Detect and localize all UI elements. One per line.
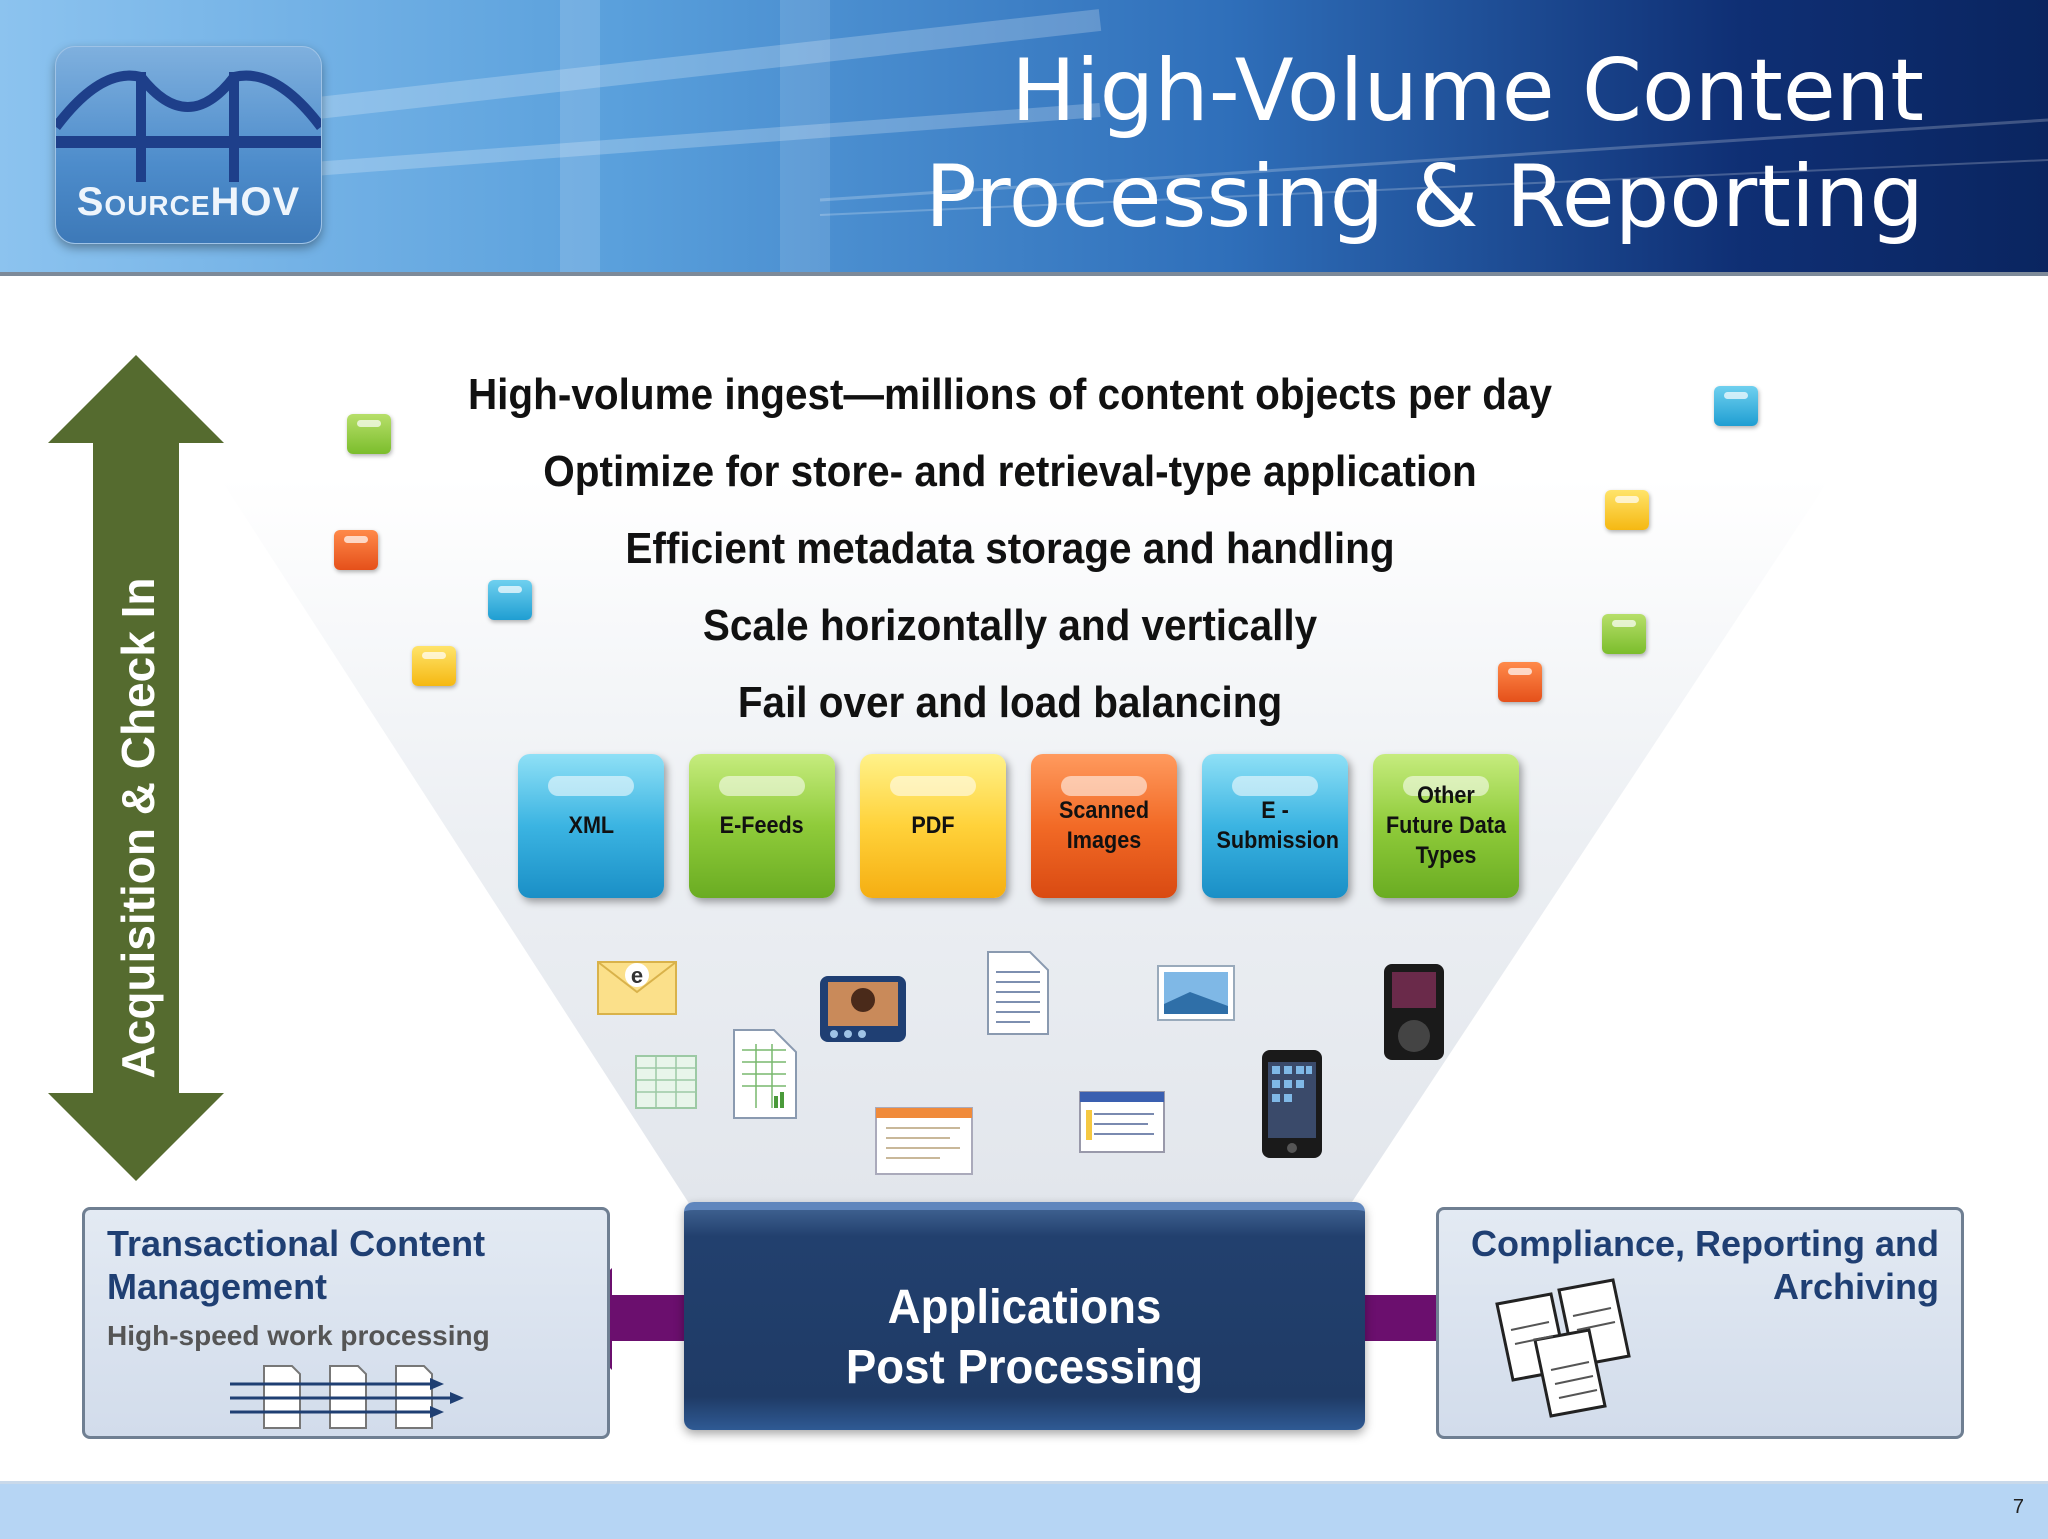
- box-title: Compliance, Reporting and Archiving: [1471, 1222, 1939, 1308]
- bridge-logo-icon: [56, 70, 321, 182]
- chart-file-icon: [733, 1029, 797, 1119]
- spreadsheet-icon: [635, 1055, 697, 1109]
- feature-list: High-volume ingest—millions of content o…: [400, 356, 1620, 741]
- page-number: 7: [2012, 1496, 2024, 1518]
- title-line-2: Processing & Reporting: [924, 147, 1924, 247]
- footer-bar: [0, 1481, 2048, 1539]
- box-title-line: Compliance, Reporting and: [1470, 1223, 1939, 1264]
- data-type-pdf: PDF: [860, 754, 1006, 898]
- data-type-label: Other Future Data Types: [1385, 782, 1507, 869]
- svg-text:e: e: [631, 963, 643, 988]
- feature-item: Optimize for store- and retrieval-type a…: [543, 447, 1477, 496]
- data-type-e-submission: E - Submission: [1202, 754, 1348, 898]
- box-subtitle: High-speed work processing: [107, 1320, 490, 1351]
- applications-post-processing-box: Applications Post Processing: [684, 1202, 1365, 1430]
- feature-item: High-volume ingest—millions of content o…: [467, 370, 1553, 419]
- bridge-background-graphic: [298, 0, 2048, 275]
- decorative-square: [1605, 490, 1649, 530]
- decorative-square: [1602, 614, 1646, 654]
- document-icon: [987, 951, 1049, 1035]
- title-line-1: High-Volume Content: [1011, 41, 1924, 141]
- data-type-label: E-Feeds: [719, 812, 805, 839]
- image-file-icon: [1157, 965, 1235, 1021]
- data-type-scanned-images: Scanned Images: [1031, 754, 1177, 898]
- feature-item: Efficient metadata storage and handling: [625, 524, 1395, 573]
- header-divider: [0, 272, 2048, 276]
- header-banner: SourceHOV High-Volume Content Processing…: [0, 0, 2048, 275]
- data-type-efeeds: E-Feeds: [689, 754, 835, 898]
- logo-text: SourceHOV: [76, 180, 301, 224]
- box-title-line: Archiving: [1772, 1266, 1939, 1307]
- box-title: Transactional Content Management: [107, 1222, 485, 1308]
- compliance-reporting-box: Compliance, Reporting and Archiving: [1436, 1207, 1964, 1439]
- feature-item: Scale horizontally and vertically: [702, 601, 1318, 650]
- decorative-square: [334, 530, 378, 570]
- decorative-square: [488, 580, 532, 620]
- data-type-label: E - Submission: [1216, 797, 1339, 854]
- decorative-square: [1714, 386, 1758, 426]
- feature-item: Fail over and load balancing: [737, 678, 1283, 727]
- box-title-line: Transactional Content: [107, 1223, 486, 1264]
- center-box-line: Applications: [887, 1281, 1162, 1334]
- workflow-documents-icon: [230, 1365, 464, 1429]
- decorative-square: [1498, 662, 1542, 702]
- center-box-title: Applications Post Processing: [684, 1278, 1365, 1398]
- decorative-square: [347, 414, 391, 454]
- page-title: High-Volume Content Processing & Reporti…: [624, 38, 1924, 250]
- email-icon: e: [597, 961, 677, 1015]
- transactional-content-box: Transactional Content Management High-sp…: [82, 1207, 610, 1439]
- decorative-square: [412, 646, 456, 686]
- web-page-icon: [875, 1107, 973, 1175]
- data-type-label: XML: [568, 812, 614, 839]
- data-type-other-future: Other Future Data Types: [1373, 754, 1519, 898]
- data-type-xml: XML: [518, 754, 664, 898]
- media-player-icon: [1384, 964, 1444, 1060]
- report-documents-icon: [1495, 1278, 1631, 1418]
- acquisition-double-arrow: [48, 355, 224, 1181]
- smartphone-icon: [1262, 1050, 1322, 1158]
- form-window-icon: [1079, 1091, 1165, 1153]
- data-type-label: Scanned Images: [1058, 797, 1150, 854]
- data-type-label: PDF: [911, 812, 955, 839]
- center-box-line: Post Processing: [845, 1341, 1204, 1394]
- company-logo: SourceHOV: [55, 46, 322, 244]
- video-call-icon: [820, 976, 906, 1042]
- box-title-line: Management: [107, 1266, 328, 1307]
